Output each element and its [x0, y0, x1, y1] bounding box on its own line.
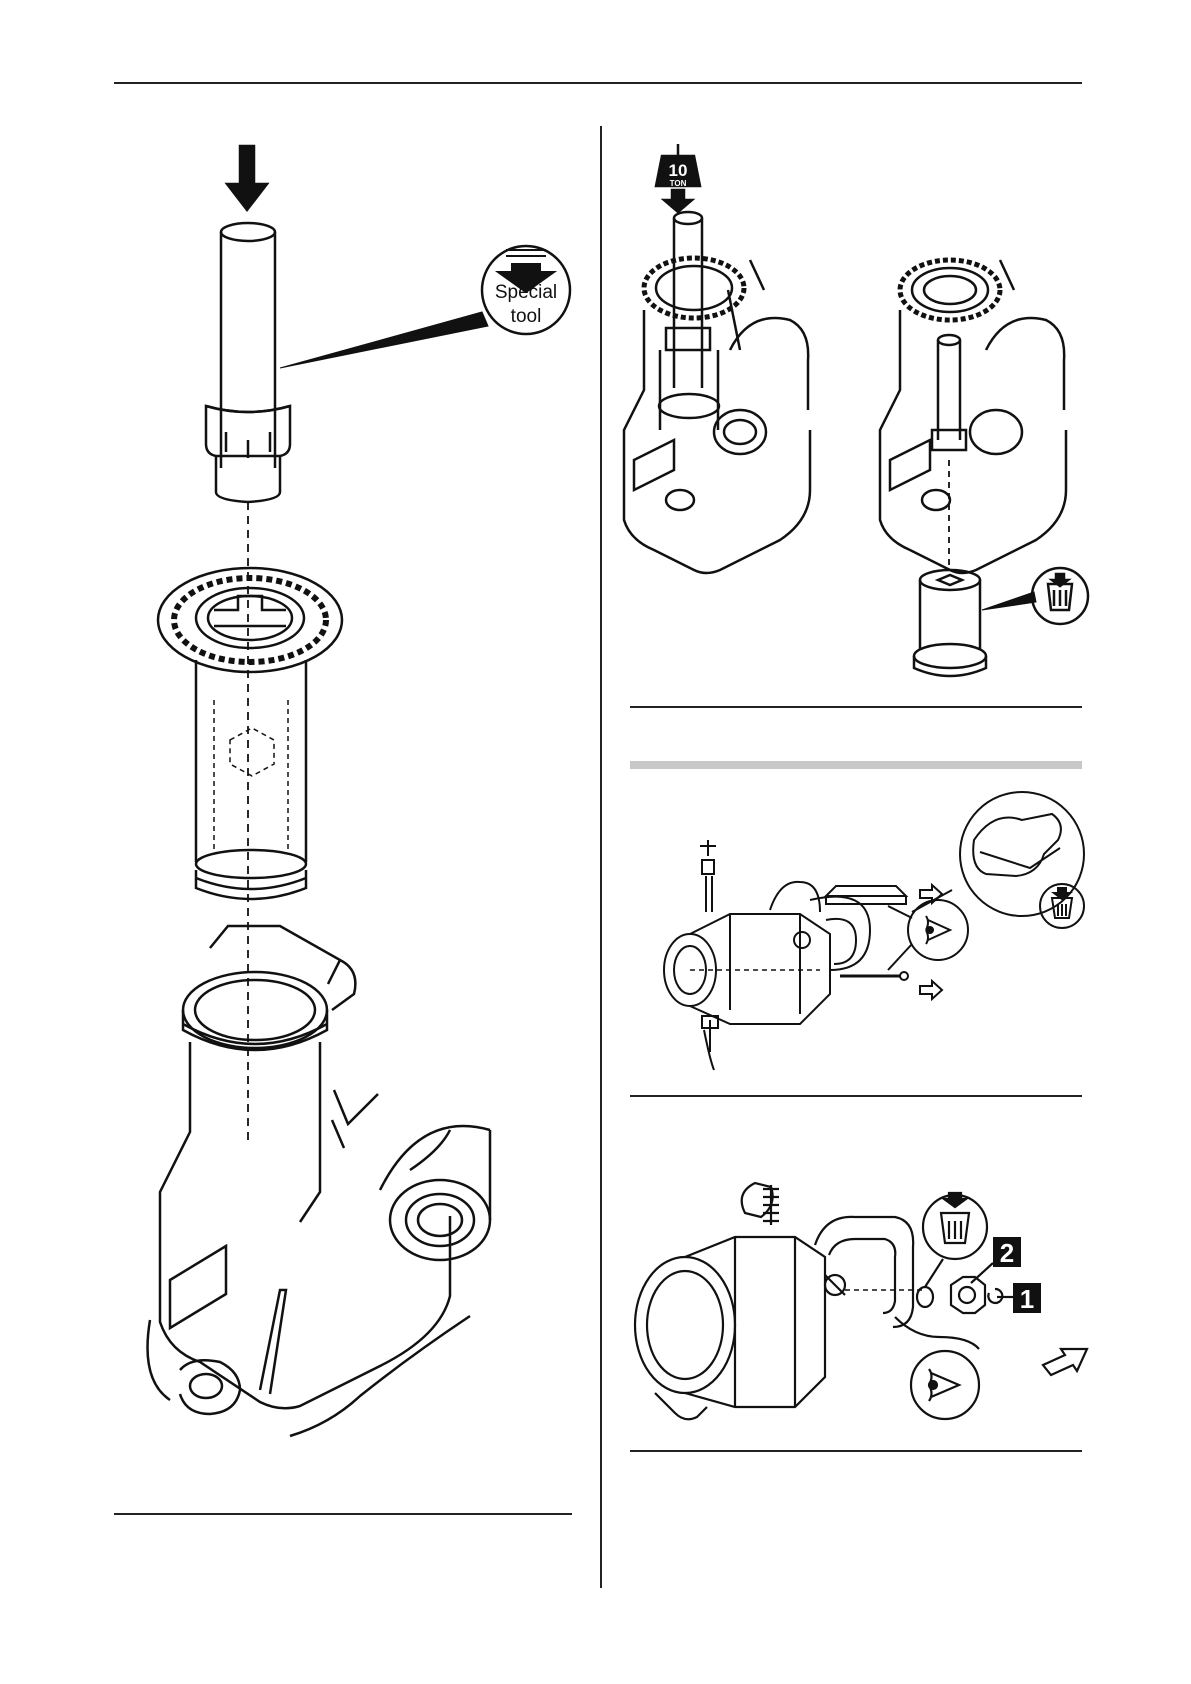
header-rule: [114, 82, 1082, 84]
direction-arrow-icon: [1043, 1349, 1087, 1375]
column-divider: [600, 126, 602, 1588]
weight-number: 10: [669, 161, 688, 180]
nut-removal-figure: 2 1: [625, 1165, 1090, 1445]
left-bottom-rule: [114, 1513, 572, 1515]
discard-bin-icon: [941, 1213, 969, 1243]
callout-text-special: Special: [495, 282, 557, 303]
pin-removal-figure: [630, 780, 1090, 1080]
press-figure: 10 TON: [620, 140, 1090, 700]
section-gray-bar: [630, 761, 1082, 769]
right-rule-1: [630, 706, 1082, 708]
down-arrow-icon: [664, 190, 692, 212]
weight-unit: TON: [670, 179, 687, 188]
right-rule-2: [630, 1095, 1082, 1097]
press-arrow-icon: [227, 146, 267, 210]
discard-bin-icon: [1048, 584, 1072, 610]
direction-arrow-icon: [920, 981, 942, 999]
left-assembly-figure: Special tool: [110, 140, 580, 1510]
callout-text-tool: tool: [511, 306, 542, 327]
label-2-text: 2: [1000, 1238, 1014, 1268]
right-rule-3: [630, 1450, 1082, 1452]
nut-icon: [951, 1277, 985, 1313]
label-1-text: 1: [1020, 1284, 1034, 1314]
